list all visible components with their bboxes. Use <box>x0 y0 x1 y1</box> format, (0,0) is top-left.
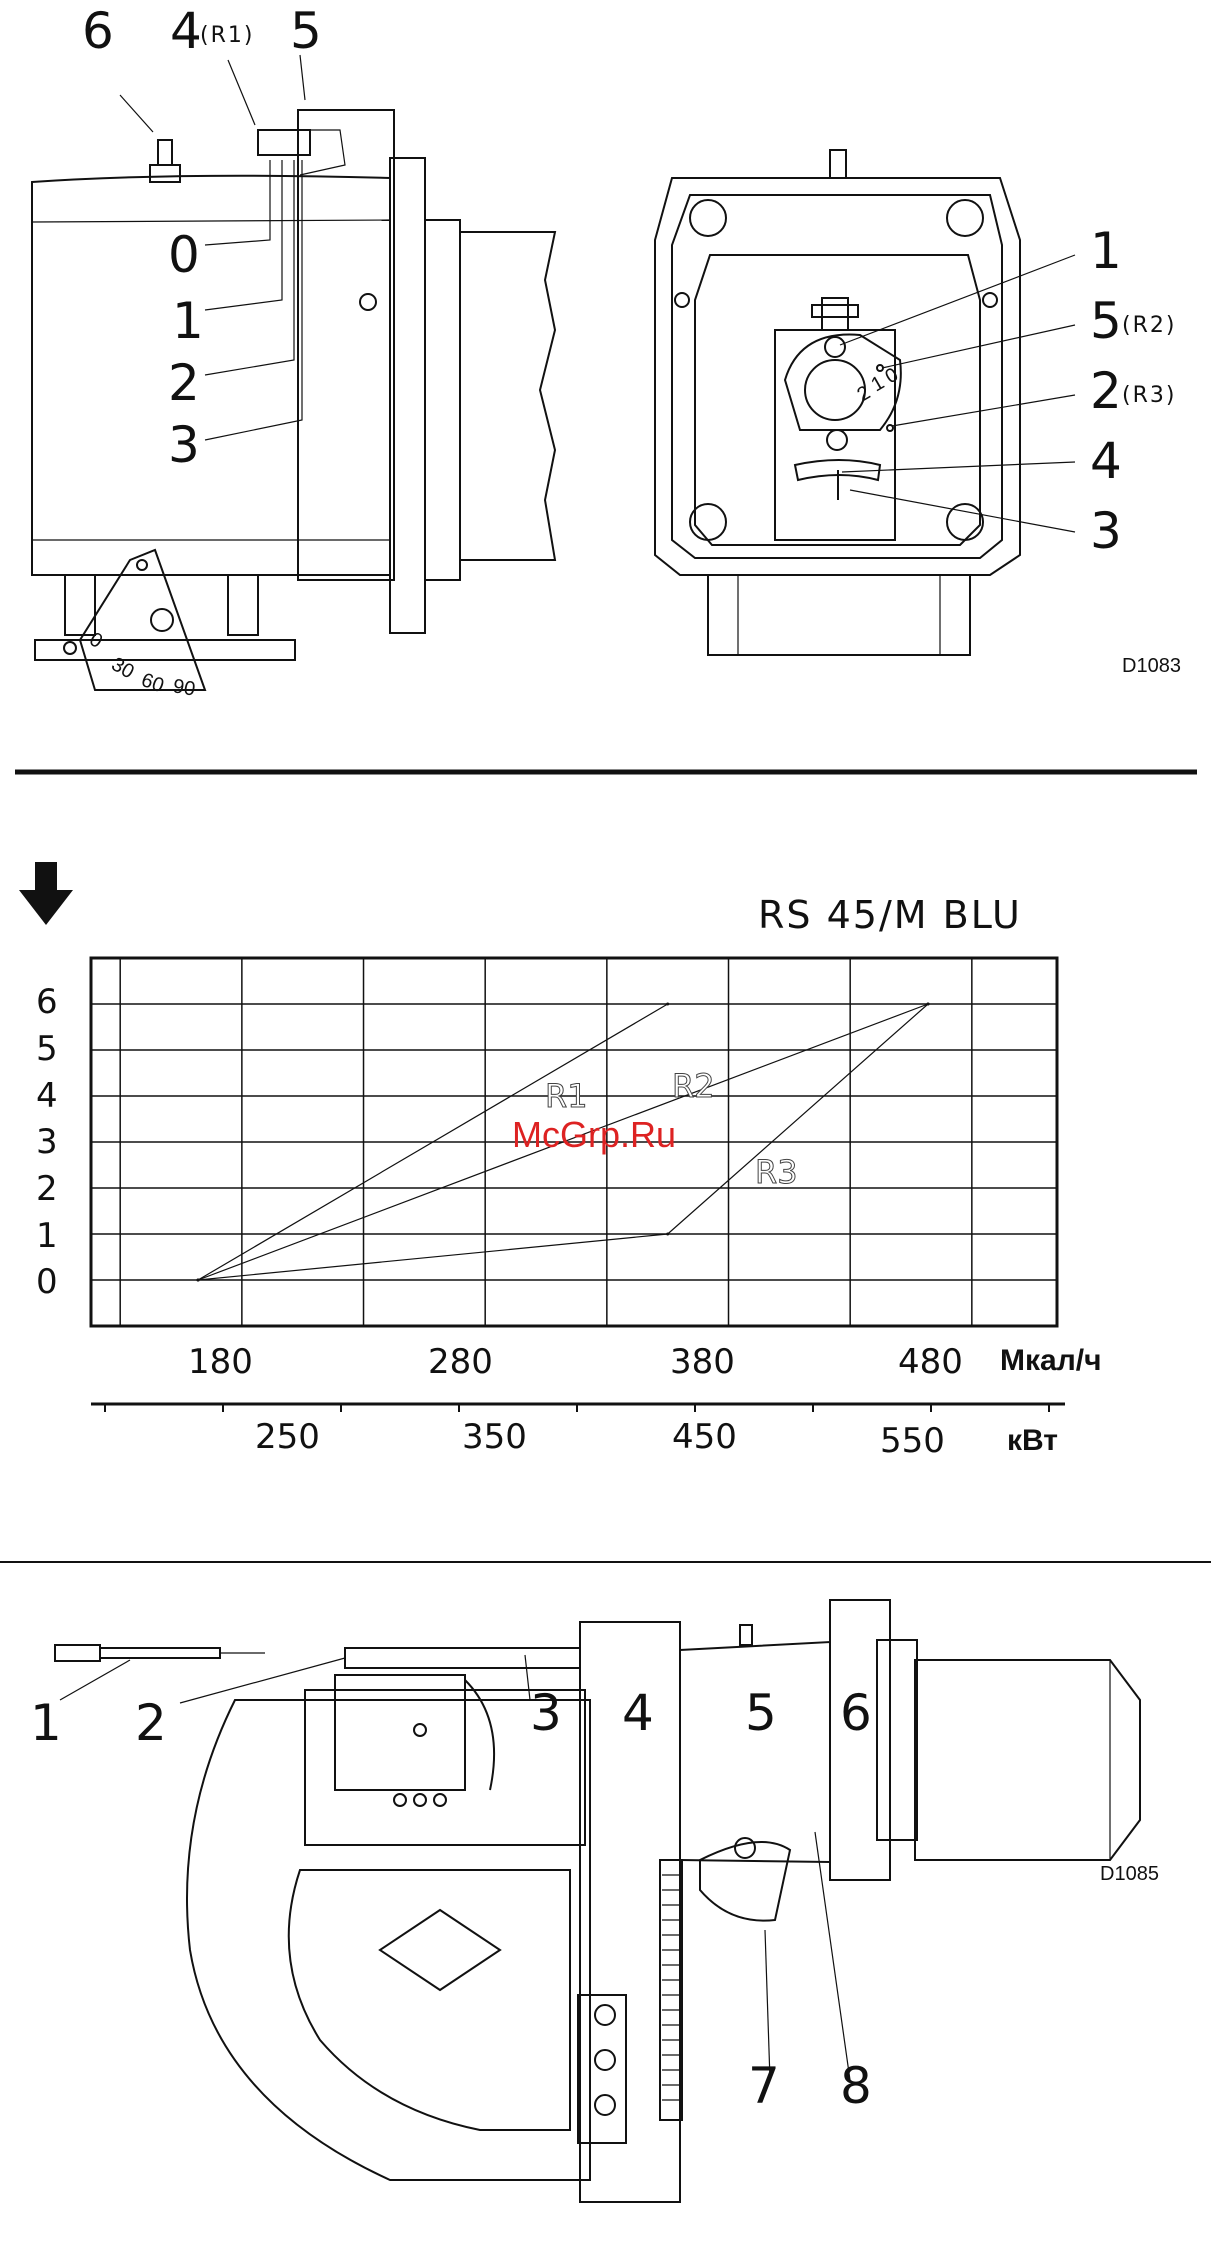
callout-4-bottom: 4 <box>622 1684 654 1742</box>
burner-side-view <box>32 55 555 690</box>
x-top-tick-180: 180 <box>188 1342 253 1382</box>
chart: RS 45/M BLU R1 R2 R3 McGrp.Ru 0 1 2 3 4 … <box>19 862 1102 1461</box>
callout-3-bottom: 3 <box>530 1684 562 1742</box>
point-r3 <box>666 1233 669 1236</box>
curve-label-r2: R2 <box>672 1067 715 1105</box>
down-arrow-icon <box>19 862 73 925</box>
strip-slots <box>662 1875 680 2100</box>
scale-mark-30: 30 <box>108 653 138 683</box>
callout-3-left: 3 <box>168 416 200 474</box>
callout-1-right: 1 <box>1090 222 1122 280</box>
callout-4-left: 4 <box>170 2 202 60</box>
x-top-tick-380: 380 <box>670 1342 735 1382</box>
bottom-figure <box>55 1600 1140 2202</box>
cam-mark-2: 2 <box>854 382 875 407</box>
y-tick-3: 3 <box>36 1122 58 1162</box>
curve-label-r3: R3 <box>755 1153 798 1191</box>
watermark: McGrp.Ru <box>512 1114 676 1155</box>
y-tick-1: 1 <box>36 1216 58 1256</box>
chart-title: RS 45/M BLU <box>758 893 1022 937</box>
curve-label-r1: R1 <box>545 1077 588 1115</box>
x-top-tick-280: 280 <box>428 1342 493 1382</box>
x-bottom-tick-550: 550 <box>880 1421 945 1461</box>
callout-8-bottom: 8 <box>840 2057 872 2115</box>
callout-2-left: 2 <box>168 354 200 412</box>
callout-4-r1-tag: (R1) <box>200 23 254 48</box>
x-bottom-tick-350: 350 <box>462 1417 527 1457</box>
callout-5-bottom: 5 <box>745 1684 777 1742</box>
callout-7-bottom: 7 <box>748 2057 780 2115</box>
figure-code-bottom: D1085 <box>1100 1863 1159 1885</box>
callout-2-bottom: 2 <box>135 1694 167 1752</box>
y-tick-4: 4 <box>36 1076 58 1116</box>
top-figure: 6 4 (R1) 5 0 1 2 3 0 30 60 90 <box>32 2 1181 701</box>
y-tick-5: 5 <box>36 1029 58 1069</box>
point-r1 <box>666 1003 669 1006</box>
callout-6-bottom: 6 <box>840 1684 872 1742</box>
callout-4-right: 4 <box>1090 432 1122 490</box>
y-tick-2: 2 <box>36 1169 58 1209</box>
callout-5-left: 5 <box>290 2 322 60</box>
x-top-tick-480: 480 <box>898 1342 963 1382</box>
x-top-unit: Мкал/ч <box>1000 1344 1102 1377</box>
point-r3 <box>927 1003 930 1006</box>
callout-5-right: 5 <box>1090 292 1122 350</box>
x-bottom-tick-450: 450 <box>672 1417 737 1457</box>
callout-0-left: 0 <box>168 226 200 284</box>
callout-2-right: 2 <box>1090 362 1122 420</box>
callout-6-left: 6 <box>82 2 114 60</box>
y-tick-6: 6 <box>36 982 58 1022</box>
x-bottom-tick-250: 250 <box>255 1417 320 1457</box>
figure-code-top: D1083 <box>1122 655 1181 677</box>
callout-3-right: 3 <box>1090 502 1122 560</box>
callout-1-bottom: 1 <box>30 1694 62 1752</box>
x-bottom-unit: кВт <box>1007 1424 1058 1457</box>
callout-2-r3-tag: (R3) <box>1122 383 1176 408</box>
y-tick-0: 0 <box>36 1262 58 1302</box>
point-r3 <box>197 1279 200 1282</box>
callout-1-left: 1 <box>172 292 204 350</box>
callout-5-r2-tag: (R2) <box>1122 313 1176 338</box>
scale-mark-90: 90 <box>171 675 197 701</box>
scale-mark-60: 60 <box>138 669 166 697</box>
